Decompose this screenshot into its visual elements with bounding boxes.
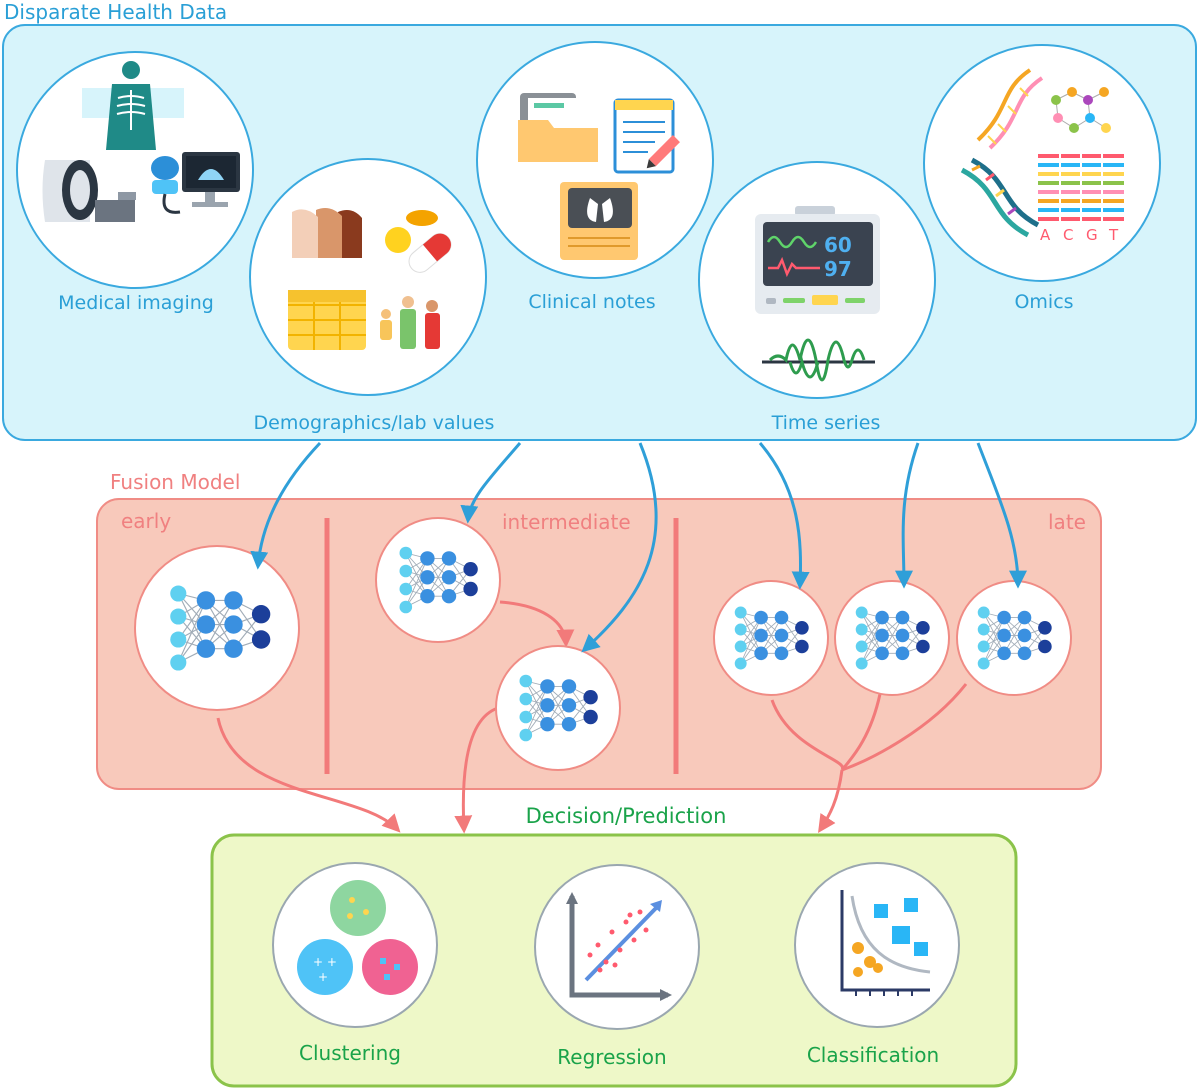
decision-panel-title: Decision/Prediction bbox=[526, 804, 727, 828]
time-series-label: Time series bbox=[771, 412, 881, 434]
arrow-data-to-intermediate-1 bbox=[460, 442, 522, 524]
clustering-node: + + + Clustering bbox=[272, 862, 438, 1065]
omics-label: Omics bbox=[1014, 291, 1073, 313]
time-series-icon: 60 97 bbox=[755, 206, 880, 382]
late-fusion-label: late bbox=[1048, 510, 1086, 534]
red-flow-arrows bbox=[216, 600, 968, 834]
arrow-intermediate-1-to-2 bbox=[499, 600, 575, 648]
arrow-data-to-intermediate-2 bbox=[581, 442, 658, 653]
demographics-node: Demographics/lab values bbox=[249, 158, 495, 434]
regression-node: Regression bbox=[534, 864, 700, 1069]
arrow-data-to-late-3 bbox=[976, 442, 1027, 589]
blue-input-arrows bbox=[250, 441, 1027, 653]
early-fusion-label: early bbox=[121, 509, 171, 533]
medical-imaging-node: Medical imaging bbox=[16, 51, 254, 314]
omics-node: A C G T Omics bbox=[923, 44, 1161, 313]
intermediate-fusion-label: intermediate bbox=[502, 510, 631, 534]
clustering-label: Clustering bbox=[299, 1041, 401, 1065]
omics-letter-g: G bbox=[1086, 226, 1098, 244]
classification-node: Classification bbox=[794, 862, 960, 1067]
regression-icon bbox=[566, 892, 672, 1001]
late-fusion-model-2 bbox=[834, 580, 950, 696]
arrow-intermediate-to-decision bbox=[454, 706, 499, 834]
monitor-value-1: 60 bbox=[824, 233, 852, 257]
classification-icon bbox=[840, 890, 931, 996]
omics-letter-c: C bbox=[1063, 226, 1073, 244]
fusion-panel-title: Fusion Model bbox=[110, 470, 240, 494]
arrow-data-to-late-2 bbox=[894, 442, 920, 589]
data-panel-title: Disparate Health Data bbox=[4, 0, 227, 24]
medical-imaging-label: Medical imaging bbox=[58, 292, 214, 314]
arrow-late-merge-to-decision bbox=[818, 769, 844, 833]
late-fusion-model-1 bbox=[713, 580, 829, 696]
regression-label: Regression bbox=[557, 1045, 666, 1069]
arrow-early-to-decision bbox=[216, 717, 401, 833]
early-fusion-model bbox=[134, 545, 300, 711]
arrow-late-2-to-decision bbox=[840, 693, 882, 771]
monitor-value-2: 97 bbox=[824, 257, 852, 281]
arrow-late-1-to-decision bbox=[770, 699, 845, 771]
time-series-node: 60 97 Time series bbox=[698, 161, 936, 434]
omics-letter-t: T bbox=[1108, 226, 1119, 244]
omics-letter-a: A bbox=[1040, 226, 1051, 244]
late-fusion-model-3 bbox=[956, 580, 1072, 696]
arrow-data-to-late-1 bbox=[758, 442, 810, 590]
clustering-icon: + + + bbox=[297, 880, 418, 995]
demographics-icon bbox=[288, 208, 452, 350]
intermediate-fusion-model-2 bbox=[495, 645, 621, 771]
medical-imaging-icon bbox=[42, 61, 240, 222]
arrow-data-to-early bbox=[250, 441, 322, 570]
clinical-notes-label: Clinical notes bbox=[528, 291, 655, 313]
clinical-notes-node: Clinical notes bbox=[476, 41, 714, 313]
omics-icon: A C G T bbox=[960, 68, 1124, 244]
intermediate-fusion-model-1 bbox=[375, 517, 501, 643]
classification-label: Classification bbox=[807, 1043, 939, 1067]
clinical-notes-icon bbox=[518, 93, 680, 260]
svg-text:+: + bbox=[318, 970, 328, 984]
svg-text:+ +: + + bbox=[313, 955, 337, 969]
demographics-label: Demographics/lab values bbox=[254, 412, 495, 434]
arrow-late-3-to-decision bbox=[841, 683, 968, 772]
